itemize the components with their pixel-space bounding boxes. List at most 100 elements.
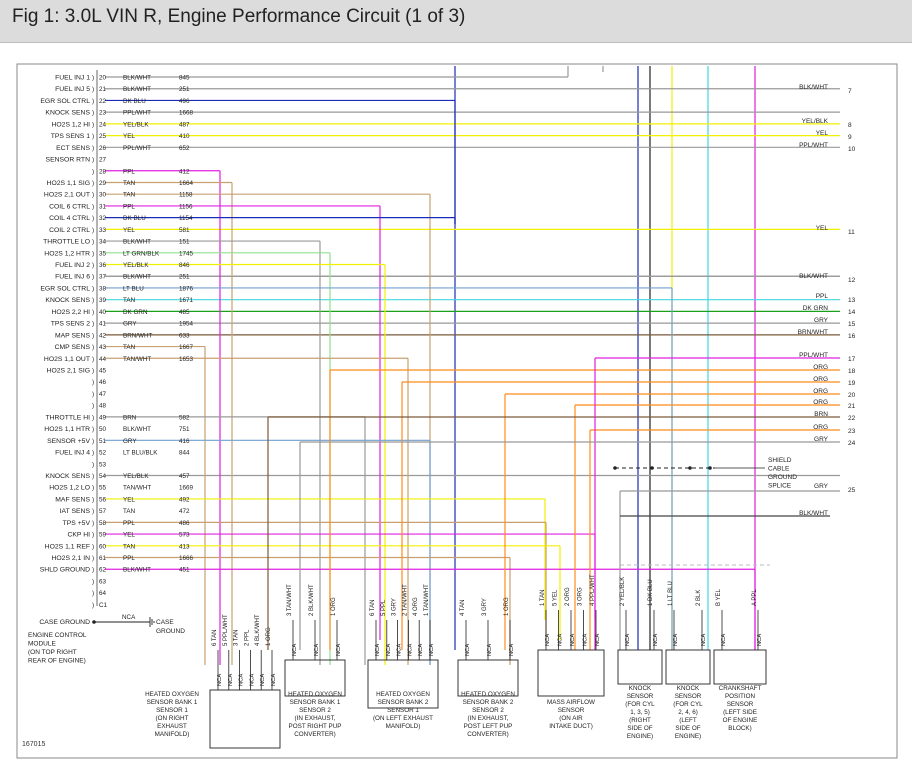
- right-wire-color: BRN/WHT: [798, 329, 828, 336]
- nca-label: NCA: [701, 634, 707, 646]
- ecm-wire-color: TAN: [123, 180, 136, 187]
- ecm-pin-number: 50: [99, 426, 107, 433]
- ecm-pin-bracket: ): [92, 532, 94, 539]
- component-body: [713, 649, 767, 685]
- ecm-pin-number: 48: [99, 403, 107, 410]
- ecm-pin-bracket: ): [92, 309, 94, 316]
- ecm-pin-bracket: ): [92, 379, 94, 386]
- component-body: [617, 649, 663, 685]
- component-label: (RIGHT: [629, 717, 651, 724]
- ecm-wire-color: PPL/WHT: [123, 110, 151, 117]
- ecm-pin-bracket: ): [92, 438, 94, 445]
- ecm-pin-bracket: ): [92, 332, 94, 339]
- ecm-pin-number: 30: [99, 192, 107, 199]
- ecm-circuit-number: 251: [179, 86, 190, 93]
- ecm-pin-label: SENSOR RTN: [46, 157, 91, 164]
- component-label: (LEFT SIDE: [723, 709, 757, 716]
- ecm-label: MODULE: [28, 641, 56, 648]
- ecm-pin-bracket: ): [92, 227, 94, 234]
- ecm-pin-bracket: ): [92, 602, 94, 609]
- ecm-wire-color: YEL/BLK: [123, 121, 149, 128]
- component-label: BLOCK): [728, 725, 751, 732]
- component-pin-label: 5 PPL: [381, 599, 387, 616]
- ecm-circuit-number: 581: [179, 227, 190, 234]
- component-pin-label: 1 DK BLU: [648, 579, 654, 606]
- component-label: MANIFOLD): [386, 723, 421, 730]
- ecm-pin-number: 57: [99, 508, 107, 515]
- component-label: SENSOR 2: [299, 707, 331, 714]
- ecm-pin-label: KNOCK SENS: [45, 473, 90, 480]
- right-wire-color: ORG: [813, 388, 828, 395]
- ecm-wire-color: BLK/WHT: [123, 567, 151, 574]
- ecm-pin-number: 41: [99, 321, 107, 328]
- ecm-circuit-number: 487: [179, 121, 190, 128]
- ecm-wire-color: YEL: [123, 532, 135, 539]
- ecm-circuit-number: 1664: [179, 180, 194, 187]
- nca-label: NCA: [292, 644, 298, 656]
- ecm-pin-label: ECT SENS: [56, 145, 90, 152]
- ecm-circuit-number: 1156: [179, 203, 193, 210]
- ecm-circuit-number: 573: [179, 532, 190, 539]
- nca-label: NCA: [583, 634, 589, 646]
- right-wire-number: 7: [848, 88, 852, 95]
- component-pin-label: 4 PPL/WHT: [590, 574, 596, 606]
- component-pin-label: A PPL: [752, 589, 758, 606]
- ecm-pin-bracket: ): [92, 262, 94, 269]
- ecm-circuit-number: 451: [179, 567, 190, 574]
- ecm-pin-label: HO2S 1,1 REF: [45, 543, 90, 550]
- component-pin-label: 5 PPL/WHT: [223, 614, 229, 646]
- component-label: HEATED OXYGEN: [376, 691, 430, 698]
- component-label: HEATED OXYGEN: [461, 691, 515, 698]
- shield-label: CABLE: [768, 466, 790, 473]
- right-wire-number: 20: [848, 392, 856, 399]
- case-ground-pin: [92, 620, 96, 624]
- right-wire-color: PPL: [816, 293, 829, 300]
- right-wire-color: DK GRN: [803, 305, 829, 312]
- ecm-wire-color: GRY: [123, 321, 137, 328]
- ecm-pin-label: HO2S 1,1 OUT: [44, 356, 90, 363]
- component-label: KNOCK: [677, 685, 700, 692]
- splice-point: [613, 466, 617, 470]
- ecm-pin-label: HO2S 2,1 OUT: [44, 192, 90, 199]
- ecm-pin-bracket: ): [92, 555, 94, 562]
- component-label: CRANKSHAFT: [719, 685, 762, 692]
- nca-label: NCA: [249, 674, 255, 686]
- nca-label: NCA: [375, 644, 381, 656]
- ecm-pin-bracket: ): [92, 403, 94, 410]
- ecm-pin-label: HO2S 2,2 HI: [51, 309, 90, 316]
- component-label: (FOR CYL: [625, 701, 655, 708]
- nca-label: NCA: [721, 634, 727, 646]
- component-pin-label: 3 GRY: [392, 598, 398, 616]
- ecm-circuit-number: 751: [179, 426, 190, 433]
- ecm-circuit-number: 1669: [179, 485, 194, 492]
- component-label: SENSOR BANK 2: [463, 699, 514, 706]
- nca-label: NCA: [653, 634, 659, 646]
- ecm-pin-label: SENSOR +5V: [47, 438, 90, 445]
- ecm-circuit-number: 1653: [179, 356, 194, 363]
- ecm-circuit-number: 1666: [179, 555, 194, 562]
- ecm-circuit-number: 457: [179, 473, 190, 480]
- right-wire-number: 23: [848, 428, 856, 435]
- ecm-pin-number: 27: [99, 157, 107, 164]
- ecm-pin-label: TPS SENS 1: [51, 133, 91, 140]
- ecm-wire-color: TAN: [123, 543, 136, 550]
- component-label: MANIFOLD): [155, 731, 190, 738]
- nca-label: NCA: [509, 644, 515, 656]
- ecm-pin-number: 22: [99, 98, 107, 105]
- ecm-pin-bracket: ): [92, 391, 94, 398]
- ecm-pin-label: CKP HI: [67, 532, 90, 539]
- shield-label: SPLICE: [768, 483, 792, 490]
- component-pin-label: 1 ORG: [504, 597, 510, 616]
- ecm-pin-number: 34: [99, 239, 107, 246]
- ecm-pin-bracket: ): [92, 86, 94, 93]
- right-wire-color: PPL/WHT: [799, 142, 828, 149]
- ecm-pin-number: 61: [99, 555, 107, 562]
- ecm-pin-label: THROTTLE LO: [43, 239, 90, 246]
- ecm-circuit-number: 496: [179, 98, 190, 105]
- component-label: ENGINE): [675, 733, 701, 740]
- ecm-wire-color: BLK/WHT: [123, 239, 151, 246]
- component-pin-label: 6 TAN: [212, 630, 218, 646]
